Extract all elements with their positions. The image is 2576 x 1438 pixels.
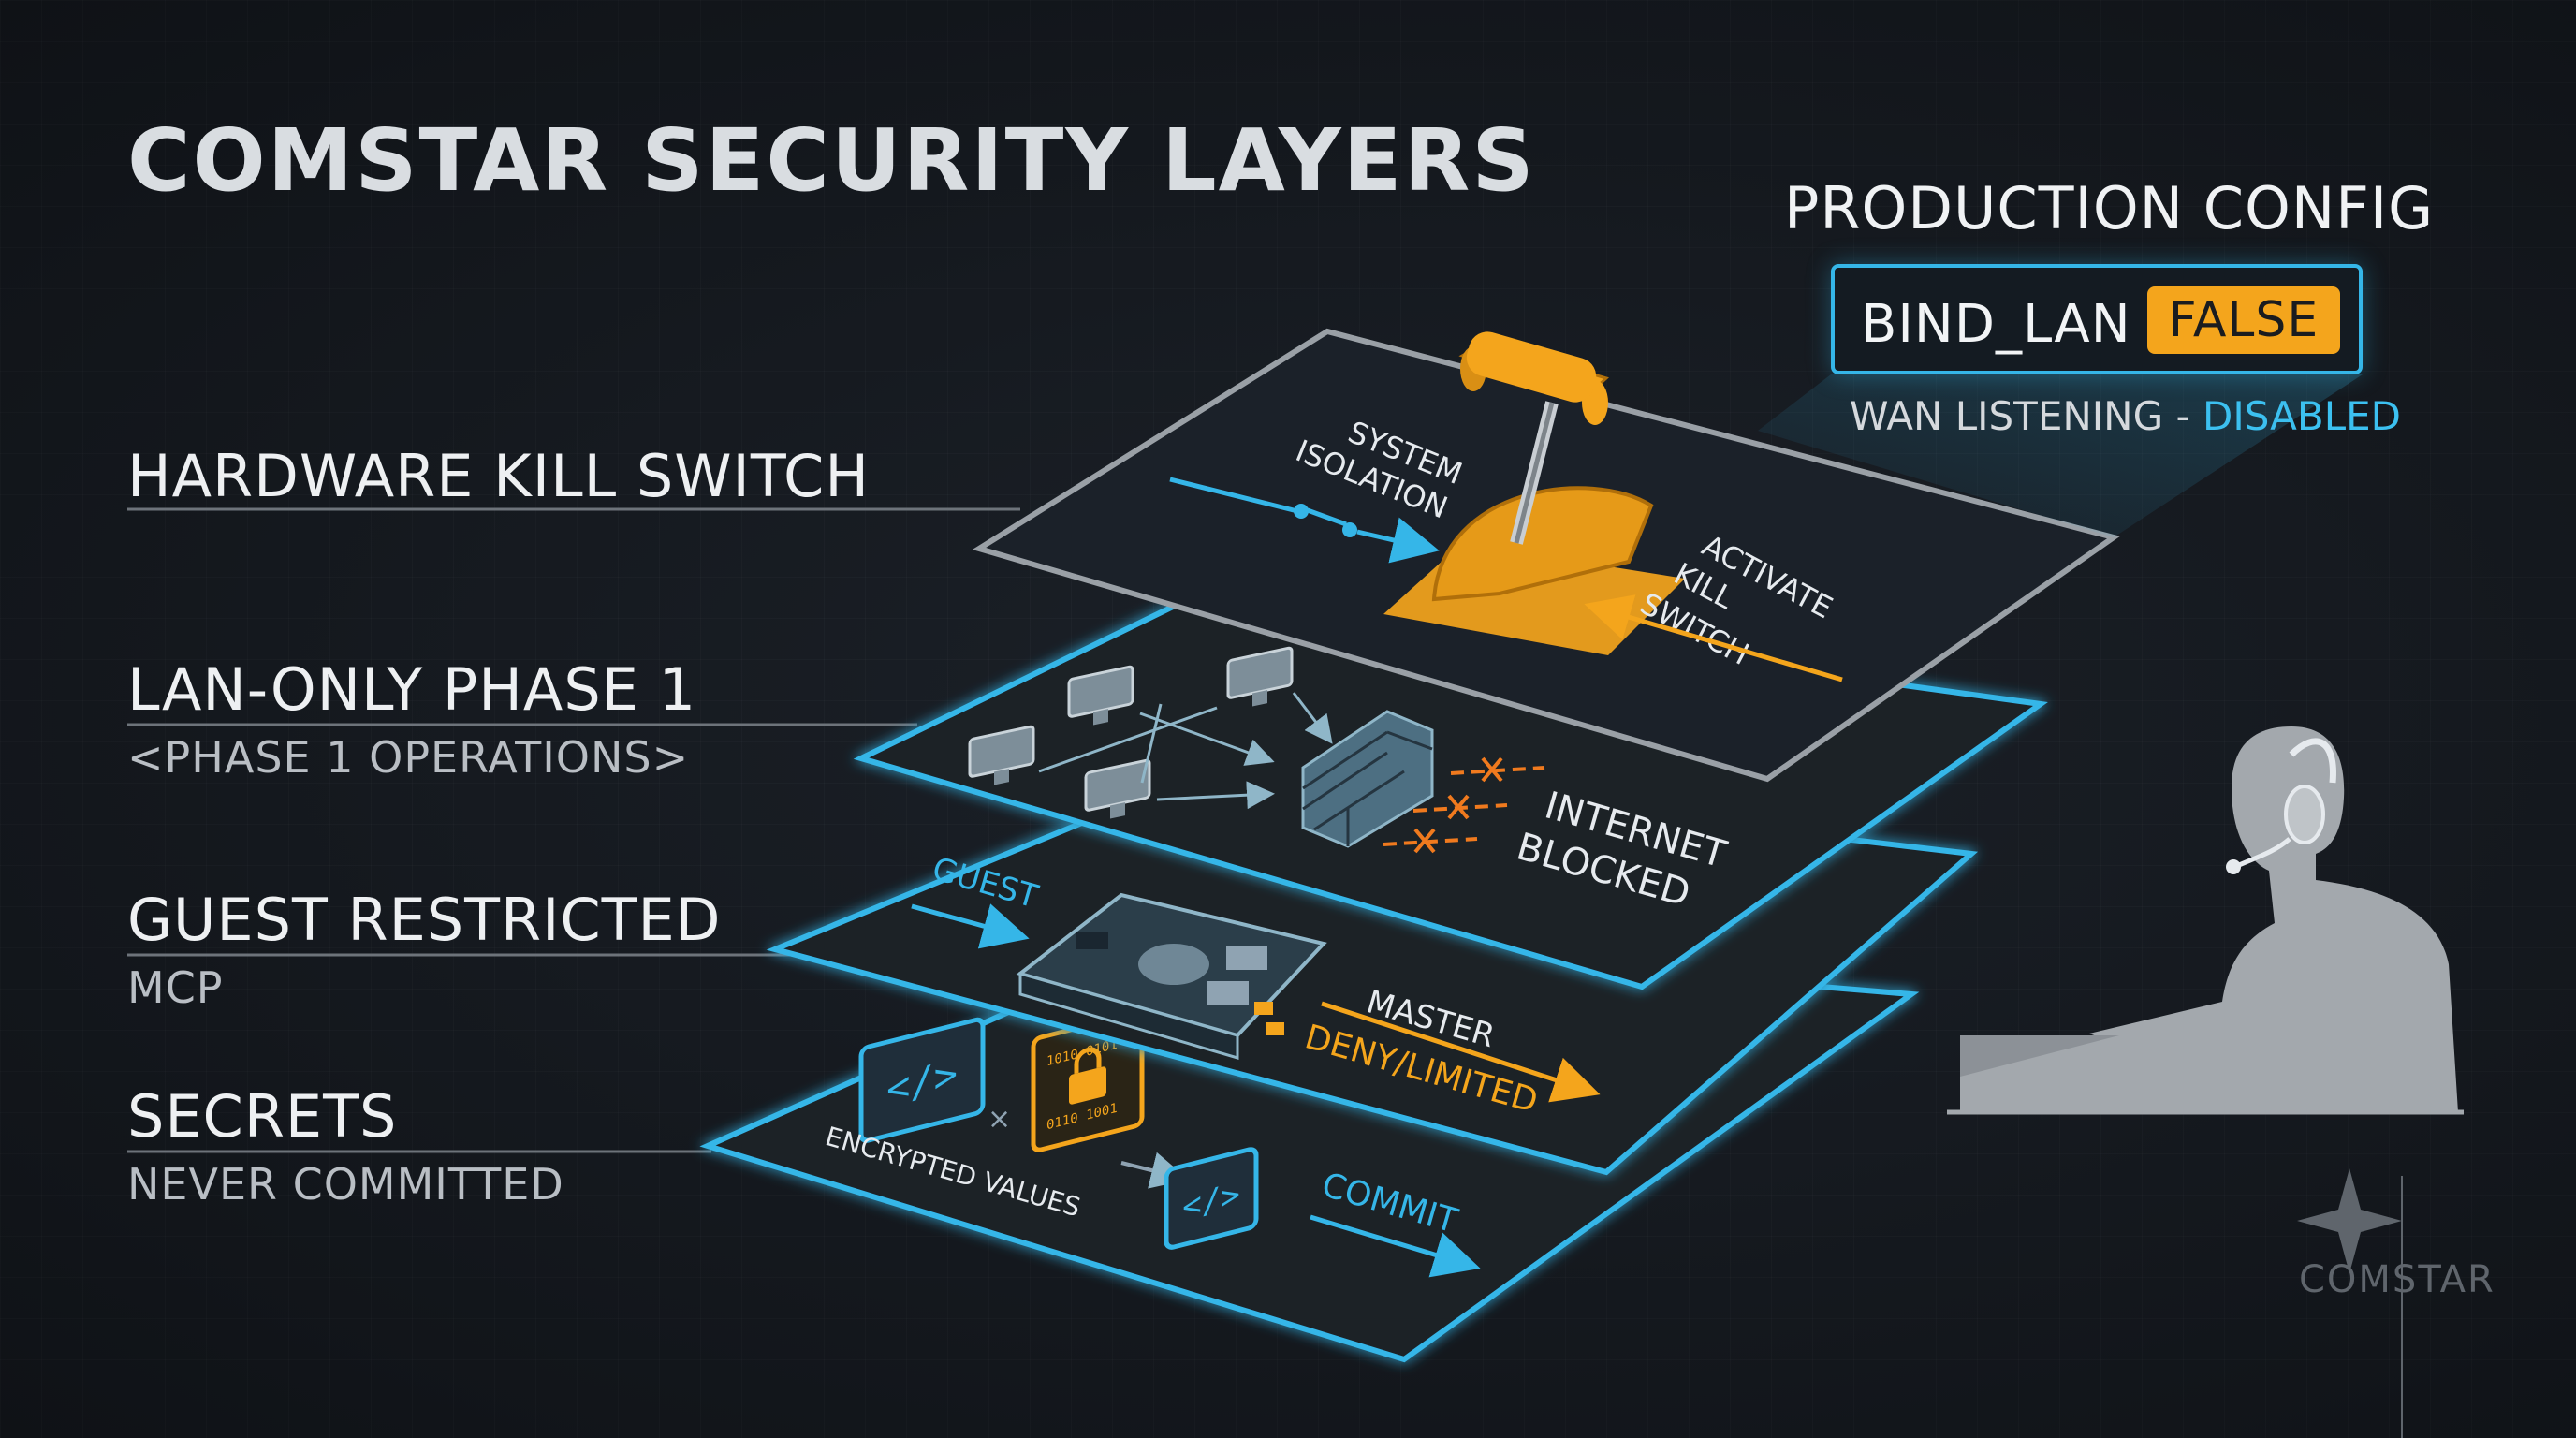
commit-arrow (1310, 1214, 1481, 1278)
page-title: COMSTAR SECURITY LAYERS (127, 110, 1536, 211)
config-value-badge: FALSE (2147, 286, 2340, 354)
layer-sublabel-lan: <PHASE 1 OPERATIONS> (127, 732, 690, 783)
activate-arrow (1584, 594, 1843, 682)
raspberry-pi-board-icon (1016, 892, 1327, 1061)
kill-switch-plate: SYSTEM ISOLATION ACTIVATE KILL SWITCH (972, 328, 2363, 783)
layer-sublabel-secrets: NEVER COMMITTED (127, 1159, 564, 1210)
system-isolation-switch-icon (1169, 477, 1440, 564)
layer-label-kill-switch: HARDWARE KILL SWITCH (127, 442, 870, 510)
firewall-icon (1301, 710, 1434, 848)
operator-headset-icon (1947, 726, 2464, 1115)
computer-icon (1084, 758, 1151, 819)
master-arrow (1321, 1001, 1601, 1103)
network-links (1038, 692, 1333, 810)
wan-status-label: WAN LISTENING (1850, 393, 2164, 439)
layer-label-lan: LAN-ONLY PHASE 1 (127, 655, 697, 724)
computer-icon (1067, 665, 1134, 726)
computer-icon (1226, 646, 1294, 707)
encrypted-file-lock-icon: 1010 0101 0110 1001 (1031, 1011, 1145, 1152)
comstar-star-logo-icon (2297, 1168, 2403, 1438)
brand-watermark: COMSTAR (2299, 1258, 2496, 1301)
layer-label-secrets: SECRETS (127, 1082, 398, 1151)
code-file-icon: </> (1164, 1147, 1259, 1250)
times-sign: × (988, 1103, 1011, 1136)
wan-status: WAN LISTENING - DISABLED (1850, 393, 2401, 439)
guest-arrow (911, 903, 1030, 949)
config-panel: BIND_LAN FALSE (1831, 264, 2363, 374)
computer-icon (968, 725, 1035, 785)
config-title: PRODUCTION CONFIG (1784, 174, 2435, 242)
blocked-x-icon (1383, 756, 1545, 854)
wan-status-separator: - (2175, 393, 2190, 439)
layer-sublabel-guest: MCP (127, 962, 224, 1013)
wan-status-state: DISABLED (2203, 393, 2402, 439)
config-key: BIND_LAN (1861, 294, 2131, 355)
code-file-icon: </> (858, 1017, 986, 1143)
layer-label-guest: GUEST RESTRICTED (127, 886, 722, 954)
config-beam (1758, 374, 2363, 537)
